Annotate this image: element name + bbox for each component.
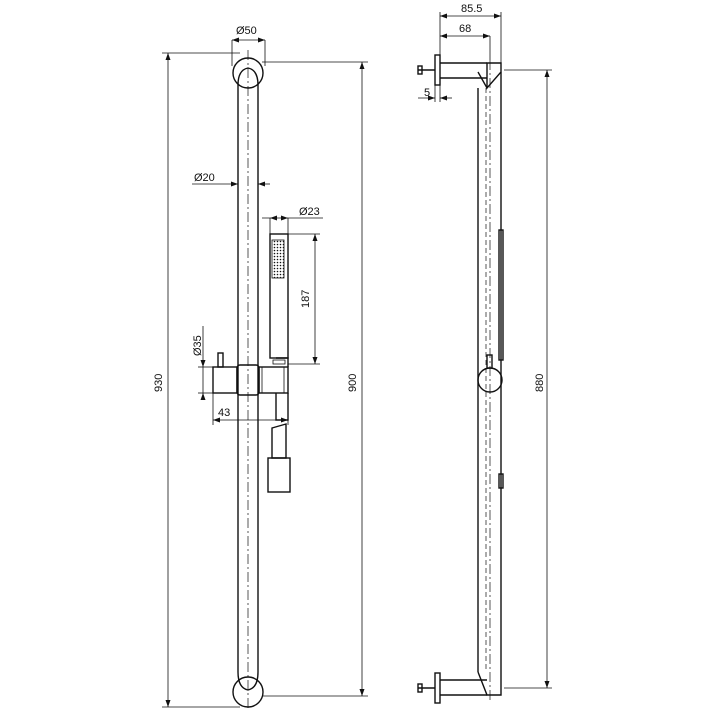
dim-rail-diameter: Ø20: [192, 172, 270, 187]
dim-arm-depth: 68: [440, 23, 491, 60]
side-view: 85.5 68 5 880: [417, 3, 552, 704]
spray-face: [271, 239, 285, 279]
bottom-wall-arm: [417, 671, 502, 704]
handshower-diameter-label: Ø23: [299, 206, 320, 218]
slider-side: [477, 229, 504, 489]
hand-shower: [269, 233, 289, 365]
rail-diameter-label: Ø20: [194, 172, 215, 184]
slider-diameter-label: Ø35: [192, 335, 204, 356]
center-distance-label: 900: [347, 374, 359, 392]
dim-overall-depth: 85.5: [439, 3, 502, 63]
handshower-length-label: 187: [300, 290, 312, 308]
dim-slider-depth: 43: [212, 393, 289, 425]
bracket-diameter-label: Ø50: [236, 25, 257, 37]
front-view: Ø50 Ø20 Ø23 187: [153, 25, 368, 708]
dim-overall-height: 930: [153, 52, 240, 708]
dim-handshower-diameter: Ø23: [262, 206, 323, 234]
dim-handshower-length: 187: [288, 233, 320, 365]
dim-bracket-diameter: Ø50: [231, 25, 266, 66]
dim-slider-diameter: Ø35: [192, 326, 213, 400]
dim-flange-thickness: 5: [418, 85, 452, 102]
rail-length-label: 880: [534, 374, 546, 392]
dim-rail-length: 880: [504, 69, 552, 689]
hose-connector: [267, 423, 291, 493]
arm-depth-label: 68: [459, 23, 471, 35]
rail-side: [477, 60, 502, 700]
dim-center-distance: 900: [262, 61, 368, 697]
bottom-bracket: [232, 671, 264, 708]
slider-depth-label: 43: [218, 407, 230, 419]
flange-thickness-label: 5: [424, 87, 430, 99]
top-wall-arm: [417, 54, 502, 90]
rail-front: [237, 50, 259, 708]
top-bracket: [232, 57, 264, 89]
overall-height-label: 930: [153, 374, 165, 392]
overall-depth-label: 85.5: [461, 3, 482, 15]
